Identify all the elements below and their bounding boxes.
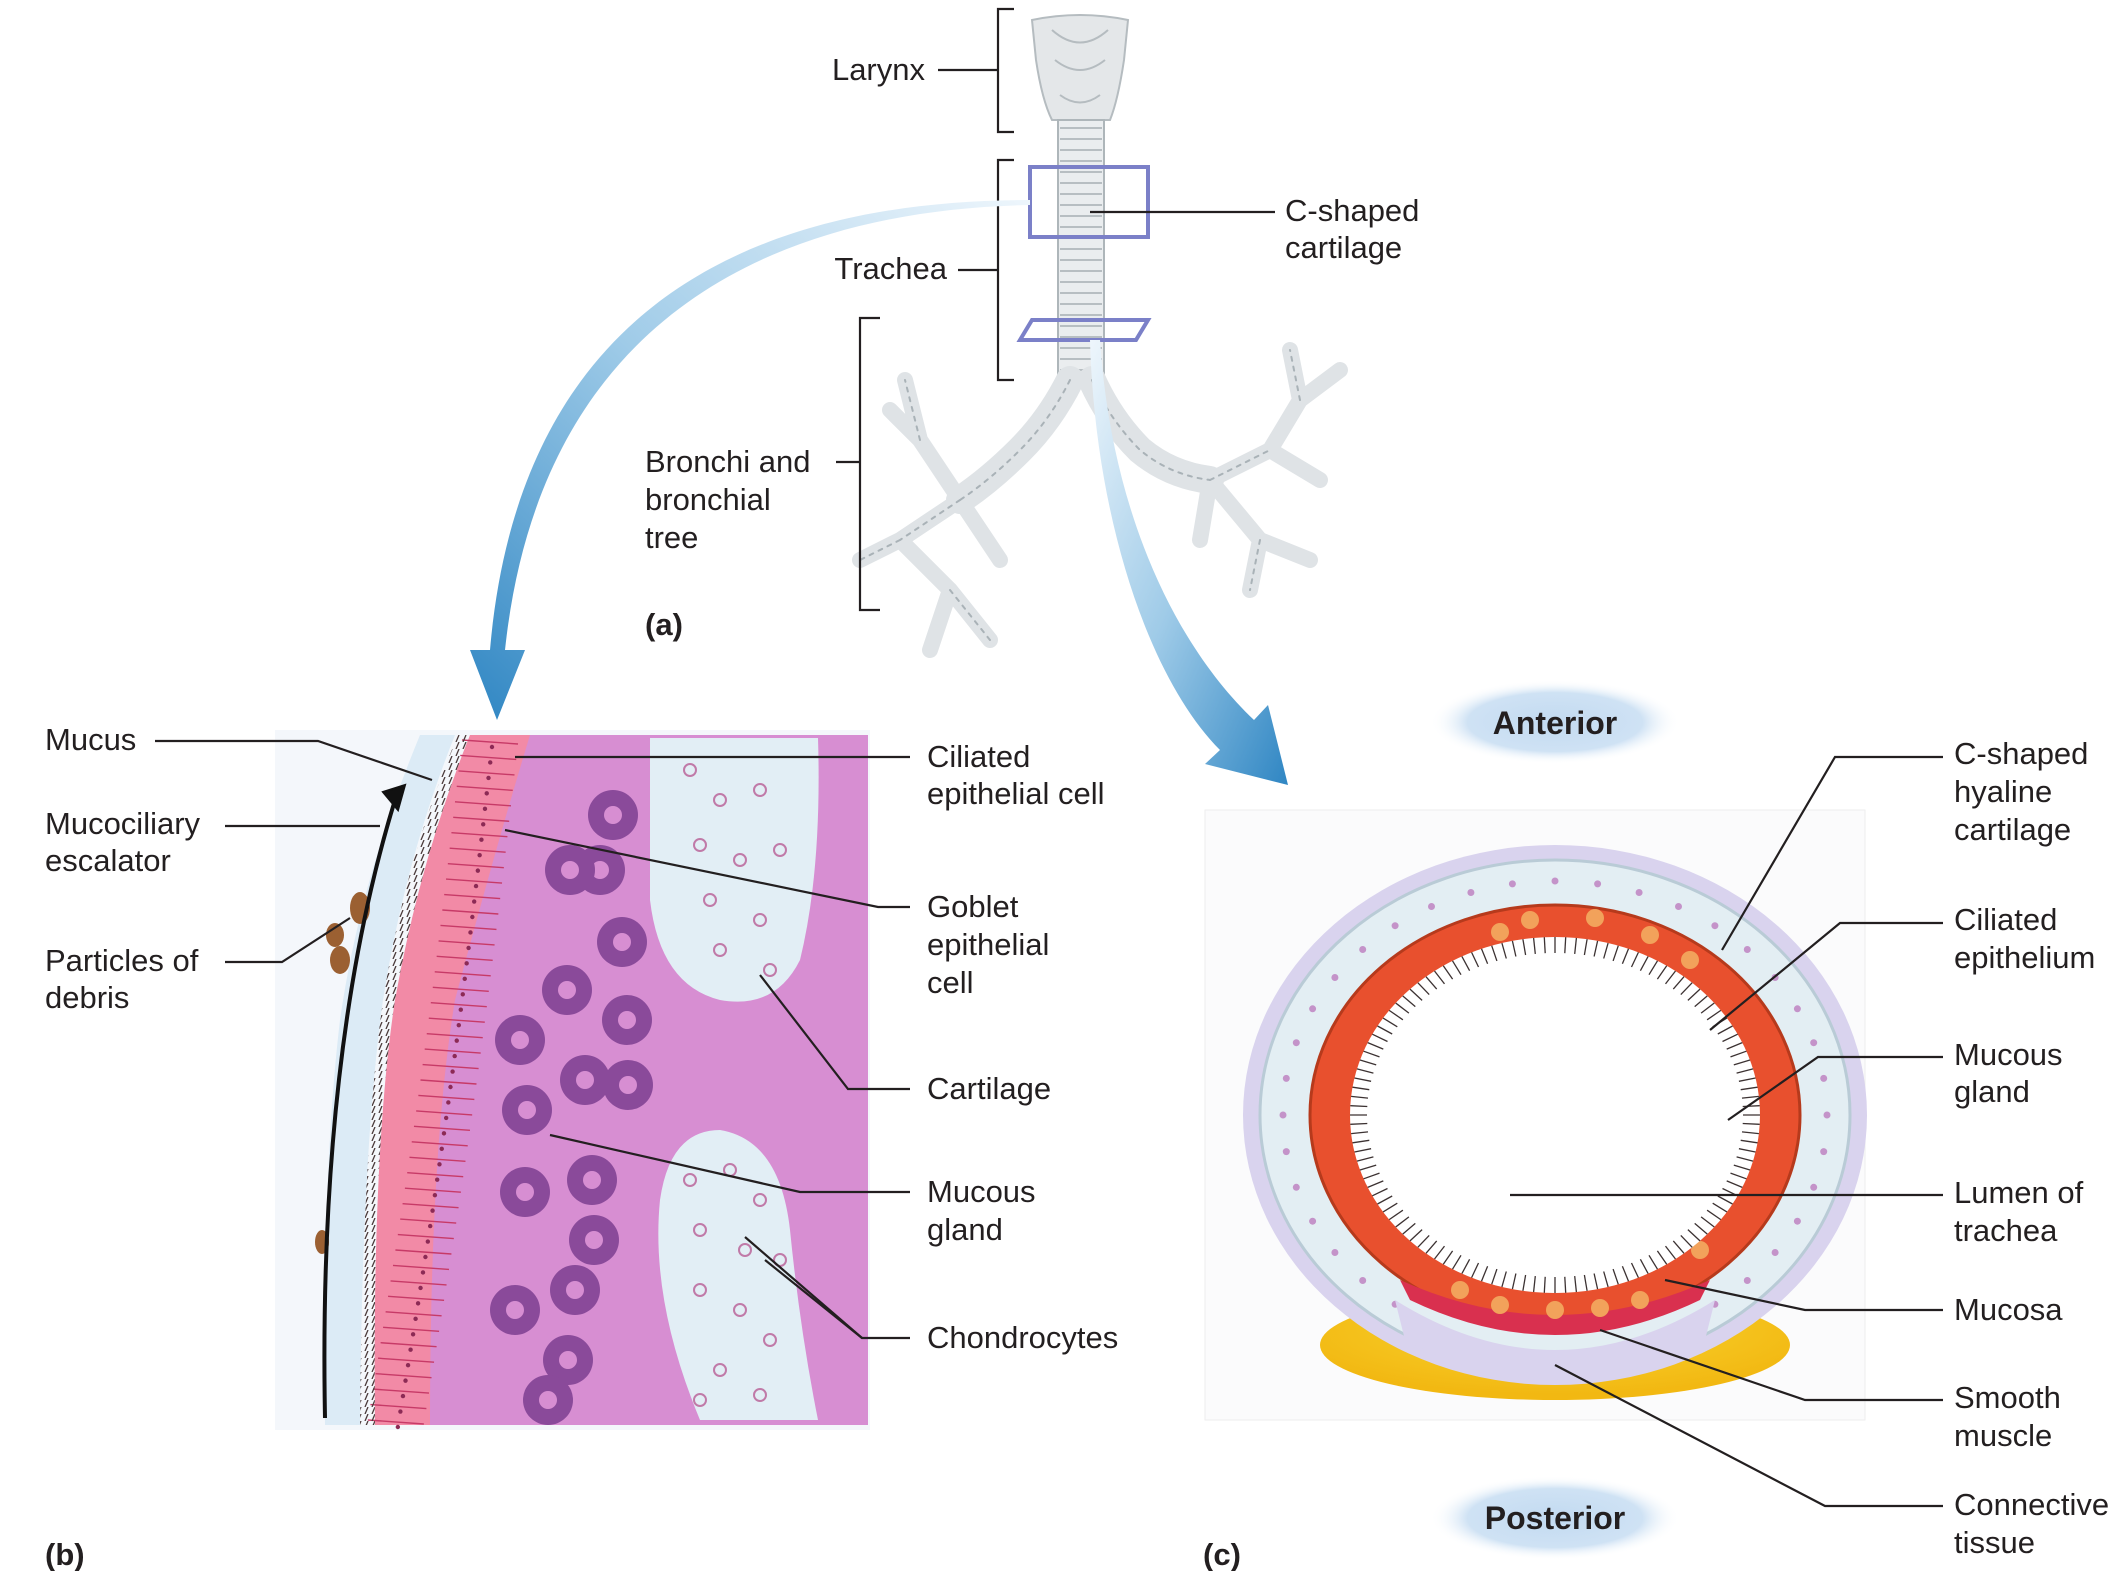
label-anterior: Anterior <box>1493 705 1617 741</box>
label-bronchi-3: tree <box>645 520 698 555</box>
arrow-to-panel-c <box>1090 340 1288 785</box>
label-hyaline-2: hyaline <box>1954 774 2052 809</box>
posterior-oval <box>1430 1476 1680 1560</box>
label-ciliated-epithelium-2: epithelium <box>1954 940 2095 975</box>
panel-c-cross-section <box>1204 680 1867 1560</box>
label-ciliated-epithelium-1: Ciliated <box>1954 902 2057 937</box>
label-hyaline-3: cartilage <box>1954 812 2071 847</box>
label-larynx: Larynx <box>832 52 926 87</box>
label-goblet-2: epithelial <box>927 927 1049 962</box>
label-debris-1: Particles of <box>45 943 199 978</box>
label-ciliated-cell-1: Ciliated <box>927 739 1030 774</box>
panel-a-airway-illustration <box>852 7 1348 658</box>
label-bronchi-2: bronchial <box>645 482 771 517</box>
label-chondrocytes: Chondrocytes <box>927 1320 1118 1355</box>
label-lumen-1: Lumen of <box>1954 1175 2084 1210</box>
label-bronchi-1: Bronchi and <box>645 444 810 479</box>
label-mucosa: Mucosa <box>1954 1292 2063 1327</box>
label-goblet-3: cell <box>927 965 974 1000</box>
label-smooth-muscle-1: Smooth <box>1954 1380 2061 1415</box>
panel-b-tissue-section <box>275 730 870 1430</box>
panel-label-c: (c) <box>1203 1537 1241 1571</box>
leader-lines <box>155 68 1943 1508</box>
label-posterior: Posterior <box>1485 1500 1625 1536</box>
label-c-shaped-cartilage-2: cartilage <box>1285 230 1402 265</box>
label-smooth-muscle-2: muscle <box>1954 1418 2052 1453</box>
label-goblet-1: Goblet <box>927 889 1019 924</box>
anterior-oval <box>1430 680 1680 764</box>
label-debris-2: debris <box>45 980 129 1015</box>
label-lumen-2: trachea <box>1954 1213 2058 1248</box>
label-mucous-gland-b-1: Mucous <box>927 1174 1036 1209</box>
labels: Larynx Trachea Bronchi and bronchial tre… <box>45 52 2109 1571</box>
label-connective-2: tissue <box>1954 1525 2035 1560</box>
label-trachea: Trachea <box>834 251 947 286</box>
label-mucus: Mucus <box>45 722 136 757</box>
panel-label-b: (b) <box>45 1537 85 1571</box>
label-mucociliary-2: escalator <box>45 843 171 878</box>
label-c-shaped-cartilage-1: C-shaped <box>1285 193 1419 228</box>
label-mucous-gland-c-1: Mucous <box>1954 1037 2063 1072</box>
label-cartilage: Cartilage <box>927 1071 1051 1106</box>
label-mucociliary-1: Mucociliary <box>45 806 201 841</box>
label-connective-1: Connective <box>1954 1487 2109 1522</box>
panel-label-a: (a) <box>645 607 683 642</box>
label-mucous-gland-c-2: gland <box>1954 1074 2030 1109</box>
label-ciliated-cell-2: epithelial cell <box>927 776 1105 811</box>
label-hyaline-1: C-shaped <box>1954 736 2088 771</box>
label-mucous-gland-b-2: gland <box>927 1212 1003 1247</box>
